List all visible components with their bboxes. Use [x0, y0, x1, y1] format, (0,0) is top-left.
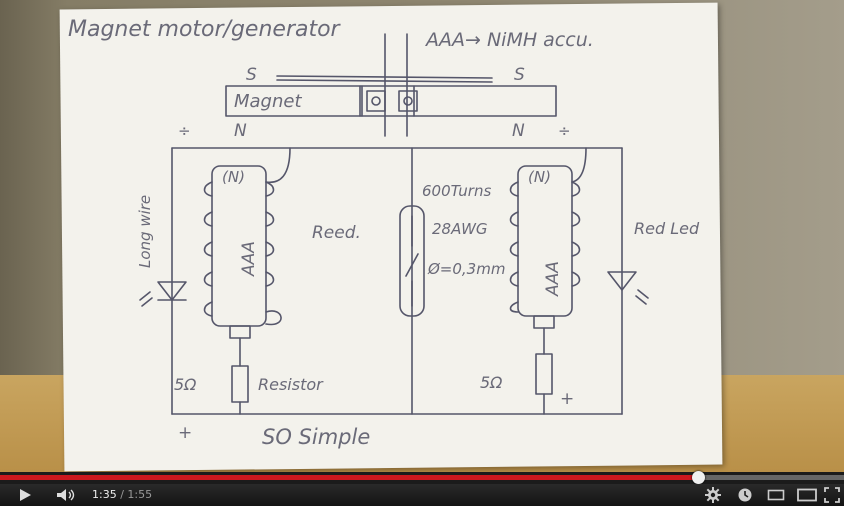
progress-bar[interactable] — [0, 471, 844, 484]
plus-right: + — [560, 389, 574, 409]
axle-hole-left — [371, 96, 381, 106]
large-player-button[interactable] — [794, 484, 820, 506]
minus-left: ÷ — [178, 122, 191, 140]
reed-contacts — [405, 215, 419, 307]
rotor-axle — [384, 33, 408, 137]
large-player-icon — [797, 488, 817, 502]
duration: 1:55 — [127, 488, 153, 501]
current-time: 1:35 — [92, 488, 117, 501]
right-resistor — [535, 353, 553, 395]
red-led-label: Red Led — [634, 219, 700, 238]
left-resistor — [231, 365, 249, 403]
fullscreen-icon — [824, 487, 840, 503]
reed-switch — [399, 205, 425, 317]
left-led — [157, 281, 187, 301]
right-battery-cap — [533, 315, 555, 329]
axle-hole-right — [403, 96, 413, 106]
pole-n-right: N — [512, 121, 525, 141]
left-led-rays — [139, 291, 153, 307]
watch-later-button[interactable] — [734, 484, 756, 506]
magnet-bar — [225, 85, 557, 117]
time-separator: / — [120, 488, 124, 501]
progress-played — [0, 475, 698, 480]
left-coil-lead — [265, 147, 291, 184]
settings-button[interactable] — [702, 484, 724, 506]
right-coil-lead — [571, 147, 587, 183]
play-icon — [20, 489, 31, 501]
right-res-value: 5Ω — [480, 373, 503, 392]
awg-label: 28AWG — [432, 220, 488, 238]
drawing-caption: SO Simple — [262, 425, 370, 449]
play-button[interactable] — [10, 484, 40, 506]
left-battery-cap — [229, 325, 251, 339]
right-battery-label: AAA — [543, 261, 563, 297]
magnet-label: Magnet — [234, 91, 302, 112]
long-wire-label: Long wire — [136, 195, 154, 268]
progress-scrubber-handle[interactable] — [691, 471, 705, 484]
settings-gear-icon — [705, 487, 721, 503]
plus-left: + — [178, 423, 192, 443]
left-battery-label: AAA — [239, 241, 259, 277]
circuit-drawing: Magnet motor/generator AAA→ NiMH accu. S… — [68, 17, 700, 449]
right-coil-winding — [509, 181, 581, 313]
left-coil-pole: (N) — [222, 168, 245, 186]
axle-bearing-right — [398, 90, 418, 112]
volume-button[interactable] — [50, 484, 84, 506]
fullscreen-button[interactable] — [822, 484, 842, 506]
video-frame[interactable]: Magnet motor/generator AAA→ NiMH accu. S… — [0, 0, 844, 472]
time-display: 1:35 / 1:55 — [92, 488, 152, 502]
battery-note: AAA→ NiMH accu. — [424, 29, 594, 51]
turns-label: 600Turns — [422, 182, 491, 200]
left-coil-winding — [203, 181, 282, 326]
right-led-rays — [635, 289, 649, 305]
magnet-top-edge — [276, 75, 493, 83]
small-player-button[interactable] — [764, 484, 788, 506]
control-bar: 1:35 / 1:55 — [0, 484, 844, 506]
pole-n-left: N — [234, 121, 247, 141]
right-led — [607, 271, 637, 291]
diameter-label: Ø=0,3mm — [427, 260, 505, 278]
reed-label: Reed. — [312, 223, 361, 243]
right-coil-pole: (N) — [528, 168, 551, 186]
minus-right: ÷ — [558, 122, 571, 140]
resistor-label: Resistor — [258, 375, 324, 394]
axle-bearing-left — [366, 90, 386, 112]
pole-s-right: S — [514, 65, 525, 85]
drawing-title: Magnet motor/generator — [68, 17, 342, 42]
left-res-value: 5Ω — [174, 375, 197, 394]
small-player-icon — [767, 489, 785, 501]
watch-later-clock-icon — [738, 488, 752, 502]
volume-icon — [57, 489, 75, 501]
pole-s-left: S — [246, 65, 257, 85]
